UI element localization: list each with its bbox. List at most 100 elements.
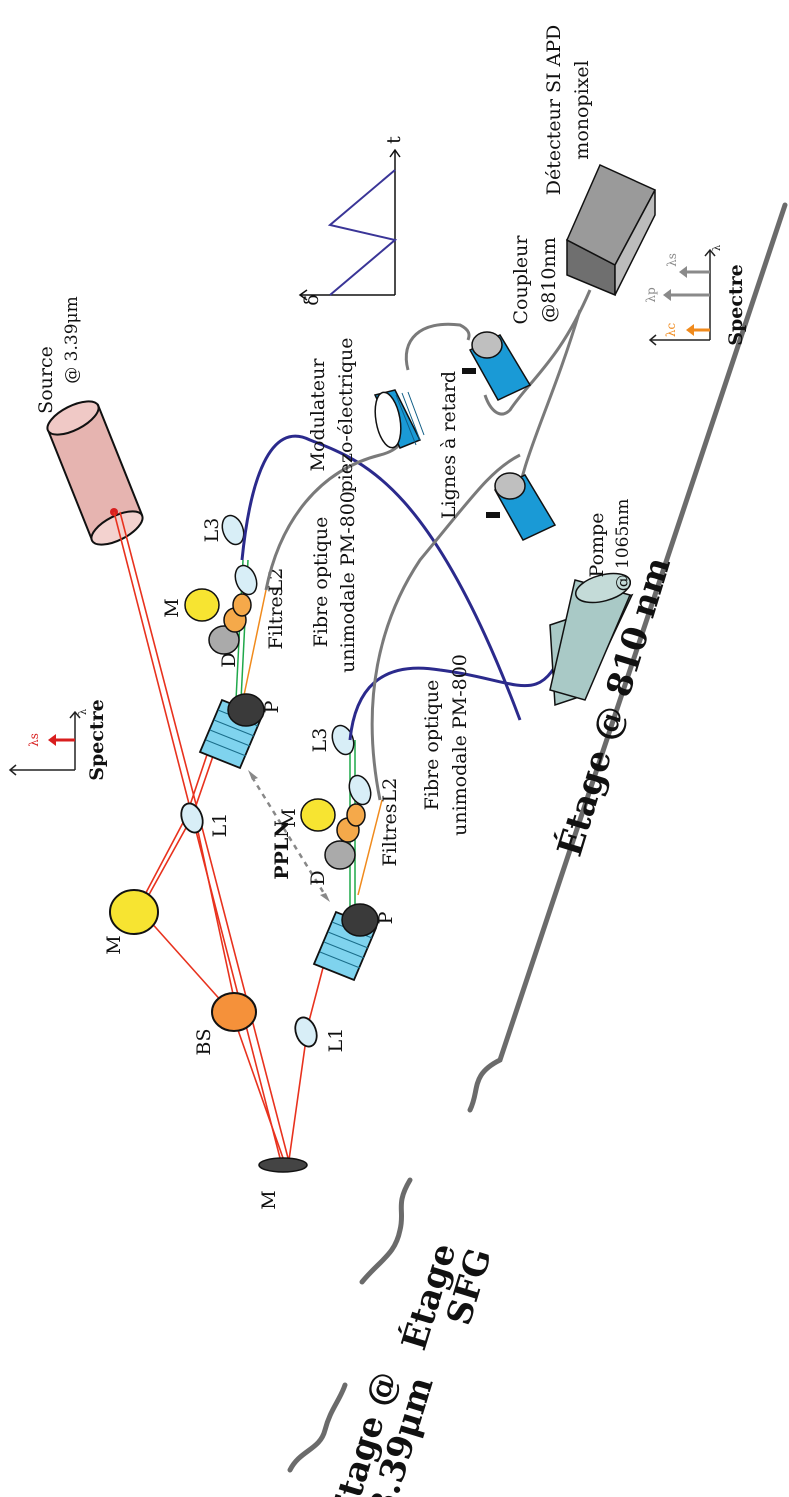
mirror-top-label: M xyxy=(103,935,125,954)
filtres-bottom-label: Filtres xyxy=(379,803,401,866)
wave-delta-label: δ xyxy=(301,294,323,305)
delay-top-cap xyxy=(471,331,503,359)
lens-l1-top-shape xyxy=(180,802,204,834)
mirror-bottom-label: M xyxy=(258,1190,280,1209)
fiber-blue-bottom xyxy=(348,644,567,741)
pump-tube-cap xyxy=(574,572,632,604)
lower-arm: P D Filtres M L2 L3 xyxy=(278,724,401,937)
spectre-top-label: Spectre xyxy=(86,699,108,781)
spectre-right: λc λp λs λ Spectre xyxy=(644,244,747,346)
dichroic-top-label: D xyxy=(218,652,240,667)
ir-beam-bs-l1a xyxy=(195,821,237,1009)
fiber-grey-bottom xyxy=(370,453,521,801)
detector-side xyxy=(614,189,656,296)
triangle-wave-plot: t δ xyxy=(298,136,405,306)
delay-line-bottom xyxy=(486,472,557,541)
lambda-p-label: λp xyxy=(644,287,658,303)
fibers xyxy=(240,289,592,801)
dichroic-bottom xyxy=(324,840,356,870)
detecteur-label-1: Détecteur SI APD xyxy=(543,25,565,196)
pompe-label-1: Pompe xyxy=(586,513,608,578)
ir-beam-source-to-m xyxy=(113,511,281,1159)
delay-top-knob xyxy=(462,368,476,374)
fiber-blue-top xyxy=(240,434,522,721)
lens-l2-top xyxy=(234,564,258,596)
mirror-bottom: M xyxy=(258,1157,308,1210)
spectre-top-arrow-2 xyxy=(8,764,17,776)
lens-l3-top-label: L3 xyxy=(201,518,223,543)
lignes-label: Lignes à retard xyxy=(438,371,460,519)
pump-laser: Pompe @ 1065nm xyxy=(549,499,634,707)
polarizer-top-label: P xyxy=(261,700,283,713)
source-tube-top xyxy=(46,400,100,436)
source-tube-front xyxy=(90,510,144,546)
dichroic-top xyxy=(208,625,240,655)
lens-l3-bottom xyxy=(331,724,355,756)
mirror-arm-bottom-label: M xyxy=(278,808,300,827)
ir-beam-bs-to-mtop xyxy=(139,909,233,1014)
spectre-top-peak-head xyxy=(48,734,56,746)
mirror-top-disk xyxy=(109,889,159,935)
modulator-coils xyxy=(395,391,425,446)
delay-bottom-cap xyxy=(494,472,526,500)
fibre-bottom-label-1: Fibre optique xyxy=(421,680,443,811)
coupleur-label-1: Coupleur xyxy=(510,235,532,325)
lambda-c-label: λc xyxy=(664,323,678,338)
delay-line-top xyxy=(462,331,532,401)
bs-disk xyxy=(211,992,257,1032)
spectre-right-arrow-2 xyxy=(648,334,657,346)
ppln-arrow-head-b xyxy=(320,893,330,902)
delay-bottom-knob xyxy=(486,512,500,518)
polarizer-bottom-label: P xyxy=(375,911,397,924)
lens-l1-top-label: L1 xyxy=(209,813,231,838)
filter-bottom-2 xyxy=(346,803,366,827)
upper-arm: P D Filtres M L2 L3 xyxy=(161,514,287,727)
lens-l1-bottom: L1 xyxy=(294,1016,347,1053)
mirror-top: M xyxy=(103,889,159,955)
lens-l2-bottom xyxy=(348,774,372,806)
ppln-dashed-arrow xyxy=(250,776,327,896)
peak-lambda-c-head xyxy=(686,324,694,336)
lens-l1-bottom-label: L1 xyxy=(325,1028,347,1053)
lens-l1-bottom-shape xyxy=(294,1016,318,1048)
dichroic-bottom-label: D xyxy=(307,870,329,885)
fiber-grey-delay-top xyxy=(483,289,592,416)
mirror-bottom-disk xyxy=(258,1157,308,1173)
piezo-modulator: Modulateur piezo-électrique xyxy=(307,338,425,493)
bs-label: BS xyxy=(193,1029,215,1056)
ppln-bottom-stripes xyxy=(319,921,373,969)
ir-beam-m-to-bs xyxy=(231,1012,284,1159)
modulateur-label-2: piezo-électrique xyxy=(335,338,357,493)
fiber-grey-modulator-out xyxy=(404,322,471,371)
spectre-right-arrow xyxy=(704,248,716,257)
modulator-end xyxy=(374,391,402,449)
fibre-bottom-label-2: unimodale PM-800 xyxy=(449,654,471,836)
stage-divider-lines xyxy=(287,202,788,1473)
mirror-arm-bottom xyxy=(300,798,336,832)
wave-t-label: t xyxy=(383,136,405,144)
ir-beam-source-to-m-2 xyxy=(119,511,289,1159)
polarizer-top xyxy=(227,693,265,727)
mirror-arm-top xyxy=(184,588,220,622)
lens-l2-bottom-label: L2 xyxy=(379,778,401,803)
fibre-top-label-2: unimodale PM-800 xyxy=(337,491,359,673)
wave-h-arrow xyxy=(298,289,308,301)
mirror-arm-top-label: M xyxy=(161,598,183,617)
stage-line-339 xyxy=(287,1382,348,1473)
wave-v-arrow xyxy=(389,148,401,158)
upper-arm-orange xyxy=(242,589,267,701)
source-laser: Source @ 3.39μm xyxy=(35,296,144,546)
source-label: Source xyxy=(35,346,57,414)
source-wl-label: @ 3.39μm xyxy=(62,296,82,383)
lambda-top-label: λ xyxy=(78,708,89,715)
lens-l3-bottom-label: L3 xyxy=(309,728,331,753)
filtres-top-label: Filtres xyxy=(265,586,287,649)
ppln-label: PPLN xyxy=(271,820,293,879)
ppln-top-stripes xyxy=(205,709,259,757)
lambda-right-label: λ xyxy=(712,244,723,251)
triangle-wave xyxy=(327,169,398,296)
pompe-label-2: @ 1065nm xyxy=(613,499,633,592)
spectre-top: Spectre λs λ xyxy=(8,699,108,781)
peak-lambda-s-head xyxy=(679,266,687,278)
